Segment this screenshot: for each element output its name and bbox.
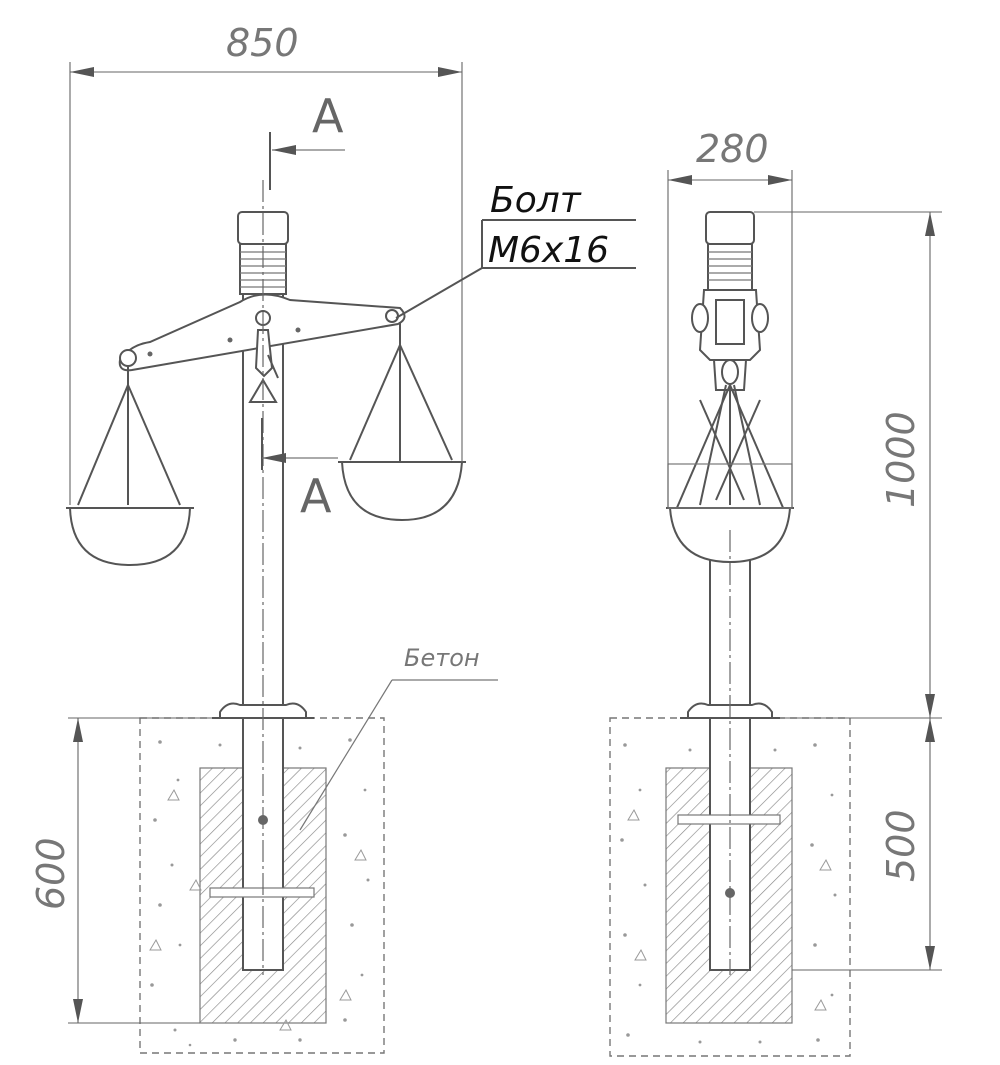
front-right-pan <box>338 322 466 522</box>
front-left-pan <box>66 366 194 567</box>
section-mark-top: A <box>269 89 345 190</box>
svg-text:A: A <box>300 469 332 523</box>
side-foundation-speckle <box>620 743 837 1044</box>
svg-text:Бетон: Бетон <box>404 644 480 672</box>
svg-text:1000: 1000 <box>879 411 923 508</box>
bolt-leader: Болт М6х16 <box>395 180 636 319</box>
svg-text:600: 600 <box>29 837 73 910</box>
side-top-cap <box>705 211 755 245</box>
front-pointer <box>254 329 274 378</box>
dimension-depth-right: 500 <box>792 718 942 971</box>
front-beam-pivot-left <box>119 349 137 367</box>
front-foundation-speckle <box>149 738 370 1047</box>
front-view: A A 850 600 <box>29 21 636 1054</box>
svg-text:Болт: Болт <box>490 180 582 221</box>
side-pan-wires <box>675 384 785 511</box>
dimension-depth-left: 600 <box>29 717 212 1024</box>
svg-text:A: A <box>312 89 344 143</box>
section-mark-bottom: A <box>261 418 338 523</box>
dimension-total-width: 850 <box>69 21 463 505</box>
dimension-side-width: 280 <box>667 127 793 508</box>
dimension-height: 1000 <box>754 211 942 719</box>
side-anchor-bar <box>677 814 781 825</box>
side-view: 280 1000 500 <box>609 127 942 1057</box>
concrete-note: Бетон <box>299 644 498 831</box>
side-cap-ribs <box>707 243 753 291</box>
svg-text:М6х16: М6х16 <box>488 230 609 271</box>
svg-text:850: 850 <box>226 21 299 65</box>
svg-text:280: 280 <box>696 127 769 171</box>
svg-text:500: 500 <box>879 809 923 882</box>
front-anchor-bar <box>209 887 315 898</box>
